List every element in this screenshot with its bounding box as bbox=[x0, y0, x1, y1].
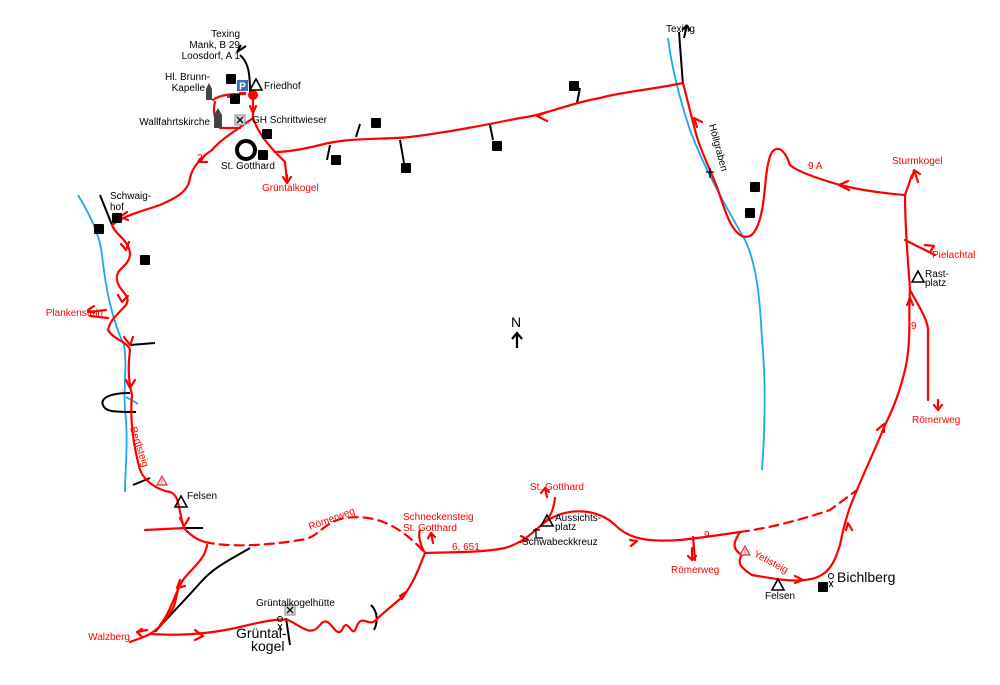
label-gruentalkogel-direction: Grüntalkogel bbox=[262, 183, 319, 194]
label-hoellgraben: Höllgraben bbox=[706, 123, 729, 173]
tower-icon bbox=[277, 616, 283, 631]
label-st-gotthard-direction: St. Gotthard bbox=[530, 482, 584, 493]
label-mank: Mank, B 29 bbox=[189, 40, 240, 51]
chapel-icon bbox=[206, 83, 212, 100]
label-schneckensteig: Schneckensteig bbox=[403, 512, 474, 523]
label-route-9-right: 9 bbox=[911, 321, 917, 332]
label-rastplatz-2: platz bbox=[925, 278, 946, 289]
label-plankenstein: Plankenstein bbox=[46, 308, 103, 319]
viewpoint-friedhof-icon bbox=[249, 78, 263, 91]
north-arrow-icon bbox=[511, 331, 523, 348]
label-roemerweg-right: Römerweg bbox=[912, 415, 960, 426]
restaurant-icon bbox=[234, 114, 246, 126]
parking-icon: P bbox=[237, 80, 248, 93]
label-loosdorf: Loosdorf, A 1 bbox=[182, 51, 241, 62]
label-yetisteig: Yetisteig bbox=[752, 549, 790, 576]
label-roemerweg-dashed: Römerweg bbox=[307, 506, 356, 533]
label-friedhof: Friedhof bbox=[264, 81, 301, 92]
hut-restaurant-icon bbox=[284, 604, 296, 616]
label-wallfahrtskirche: Wallfahrtskirche bbox=[139, 117, 210, 128]
stream-right bbox=[667, 37, 766, 471]
warning-icon bbox=[156, 475, 168, 487]
st-gotthard-town-icon bbox=[235, 139, 257, 161]
label-schneckensteig-st-gotthard: St. Gotthard bbox=[403, 523, 457, 534]
warning-icon bbox=[739, 545, 751, 557]
label-aussichtsplatz-2: platz bbox=[555, 522, 576, 533]
label-gruentalkogelhuette: Grüntalkogelhütte bbox=[256, 598, 335, 609]
label-roemerweg-bottom: Römerweg bbox=[671, 565, 719, 576]
label-route-9a: 9 A bbox=[808, 161, 823, 172]
label-sturmkogel: Sturmkogel bbox=[892, 156, 943, 167]
label-schwaighof-2: hof bbox=[110, 202, 124, 213]
cross-icon bbox=[533, 528, 543, 539]
label-bertlsteig: Bertlsteig bbox=[127, 426, 150, 469]
church-icon bbox=[214, 108, 222, 128]
label-schwaighof-1: Schwaig- bbox=[110, 191, 151, 202]
trails bbox=[86, 81, 944, 644]
label-gh-schrittwieser: GH Schrittwieser bbox=[252, 115, 328, 126]
label-route-2: 2 bbox=[197, 153, 203, 164]
rock-icon bbox=[771, 578, 785, 591]
north-label: N bbox=[511, 314, 521, 330]
cross-icon bbox=[706, 168, 714, 178]
label-schwabeckkreuz: Schwabeckkreuz bbox=[522, 537, 598, 548]
label-rastplatz-1: Rast- bbox=[925, 269, 949, 280]
label-st-gotthard: St. Gotthard bbox=[221, 161, 275, 172]
rest-area-icon bbox=[911, 270, 925, 283]
label-route-6-651: 6, 651 bbox=[452, 542, 480, 553]
label-brunn: Hl. Brunn- bbox=[165, 72, 210, 83]
tower-icon bbox=[828, 573, 834, 588]
label-gruentalkogel-summit-1: Grüntal- bbox=[236, 625, 287, 641]
svg-text:P: P bbox=[239, 82, 246, 93]
stream-left bbox=[77, 194, 128, 493]
label-texing-right: Texing bbox=[666, 24, 695, 35]
label-route-9-bottom: 9 bbox=[704, 530, 710, 541]
label-felsen-right: Felsen bbox=[765, 591, 795, 602]
label-pielachtal: Pielachtal bbox=[932, 250, 975, 261]
label-bichlberg: Bichlberg bbox=[837, 569, 895, 585]
label-felsen-left: Felsen bbox=[187, 491, 217, 502]
label-aussichtsplatz-1: Aussichts- bbox=[555, 513, 601, 524]
start-point-icon bbox=[248, 90, 258, 100]
label-kapelle: Kapelle bbox=[172, 83, 206, 94]
label-walzberg: Walzberg bbox=[88, 632, 130, 643]
label-gruentalkogel-summit-2: kogel bbox=[251, 638, 284, 654]
label-texing: Texing bbox=[211, 29, 240, 40]
